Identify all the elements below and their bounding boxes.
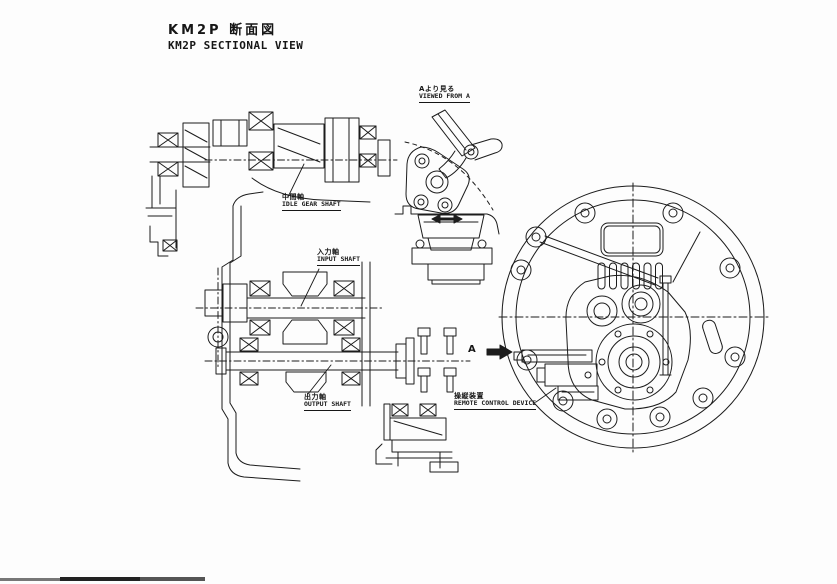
leader-lines: [287, 163, 557, 403]
label-idle-gear-shaft-jp: 中間軸: [282, 193, 305, 201]
page-title-en: KM2P SECTIONAL VIEW: [168, 39, 304, 52]
label-input-shaft-jp: 入力軸: [317, 248, 340, 256]
label-idle-gear-shaft: 中間軸 IDLE GEAR SHAFT: [282, 193, 341, 211]
top-inspection-opening: [600, 222, 664, 257]
remote-control-device: [513, 349, 599, 401]
section-a-letter: A: [468, 344, 476, 355]
label-output-shaft-en: OUTPUT SHAFT: [304, 400, 351, 411]
page-title: KM2P 断面図 KM2P SECTIONAL VIEW: [168, 19, 303, 52]
label-output-shaft: 出力軸 OUTPUT SHAFT: [304, 393, 351, 411]
label-input-shaft: 入力軸 INPUT SHAFT: [317, 248, 361, 266]
label-output-shaft-jp: 出力軸: [304, 393, 327, 401]
output-shaft-boss: [595, 323, 673, 401]
label-viewed-from-a-jp: Aより見る: [419, 85, 455, 93]
input-shaft-assembly: [195, 261, 383, 407]
label-input-shaft-en: INPUT SHAFT: [317, 255, 361, 266]
shift-rod: [659, 275, 672, 376]
housing-rear-view: [498, 182, 772, 456]
left-sectional-view: [145, 111, 471, 482]
section-a-arrow: [486, 344, 513, 360]
label-idle-gear-shaft-en: IDLE GEAR SHAFT: [282, 200, 341, 211]
front-bearing-assembly: [145, 122, 211, 257]
bolt-holes: [510, 202, 746, 430]
gearbox-housing-wall: [221, 191, 301, 482]
label-remote-control-device: 操縦装置 REMOTE CONTROL DEVICE: [454, 392, 537, 410]
kidney-slot: [702, 319, 723, 354]
shift-direction-arrow: [431, 214, 463, 224]
idle-gear-shaft-assembly: [204, 111, 398, 203]
scan-artifact: [140, 577, 205, 581]
label-viewed-from-a-en: VIEWED FROM A: [419, 92, 470, 103]
output-shaft-assembly: [204, 337, 471, 393]
label-remote-control-device-en: REMOTE CONTROL DEVICE: [454, 399, 537, 410]
viewed-from-a-detail: [394, 109, 503, 285]
label-viewed-from-a: Aより見る VIEWED FROM A: [419, 85, 470, 103]
output-flange-detail: [375, 403, 459, 473]
scan-artifact: [0, 578, 60, 581]
label-remote-control-device-jp: 操縦装置: [454, 392, 484, 400]
scan-artifact: [60, 577, 140, 581]
page-title-jp: KM2P 断面図: [168, 23, 278, 38]
gear-cover-outline: [565, 274, 691, 410]
coupling-bolts: [417, 327, 457, 393]
